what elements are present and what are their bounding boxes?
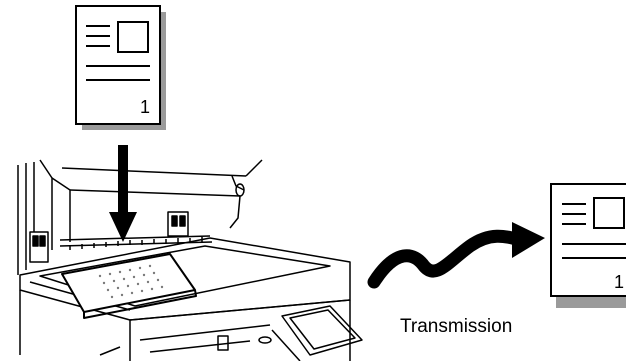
source-document-icon: 1 [76, 6, 166, 130]
transmission-label: Transmission [400, 316, 512, 338]
received-page-number: 1 [614, 272, 624, 292]
scanner-glass-icon [18, 160, 362, 361]
curved-arrow-icon [374, 222, 545, 282]
arrow-down-icon [109, 145, 137, 242]
received-document-icon: 1 [551, 184, 626, 308]
source-page-number: 1 [140, 97, 150, 117]
